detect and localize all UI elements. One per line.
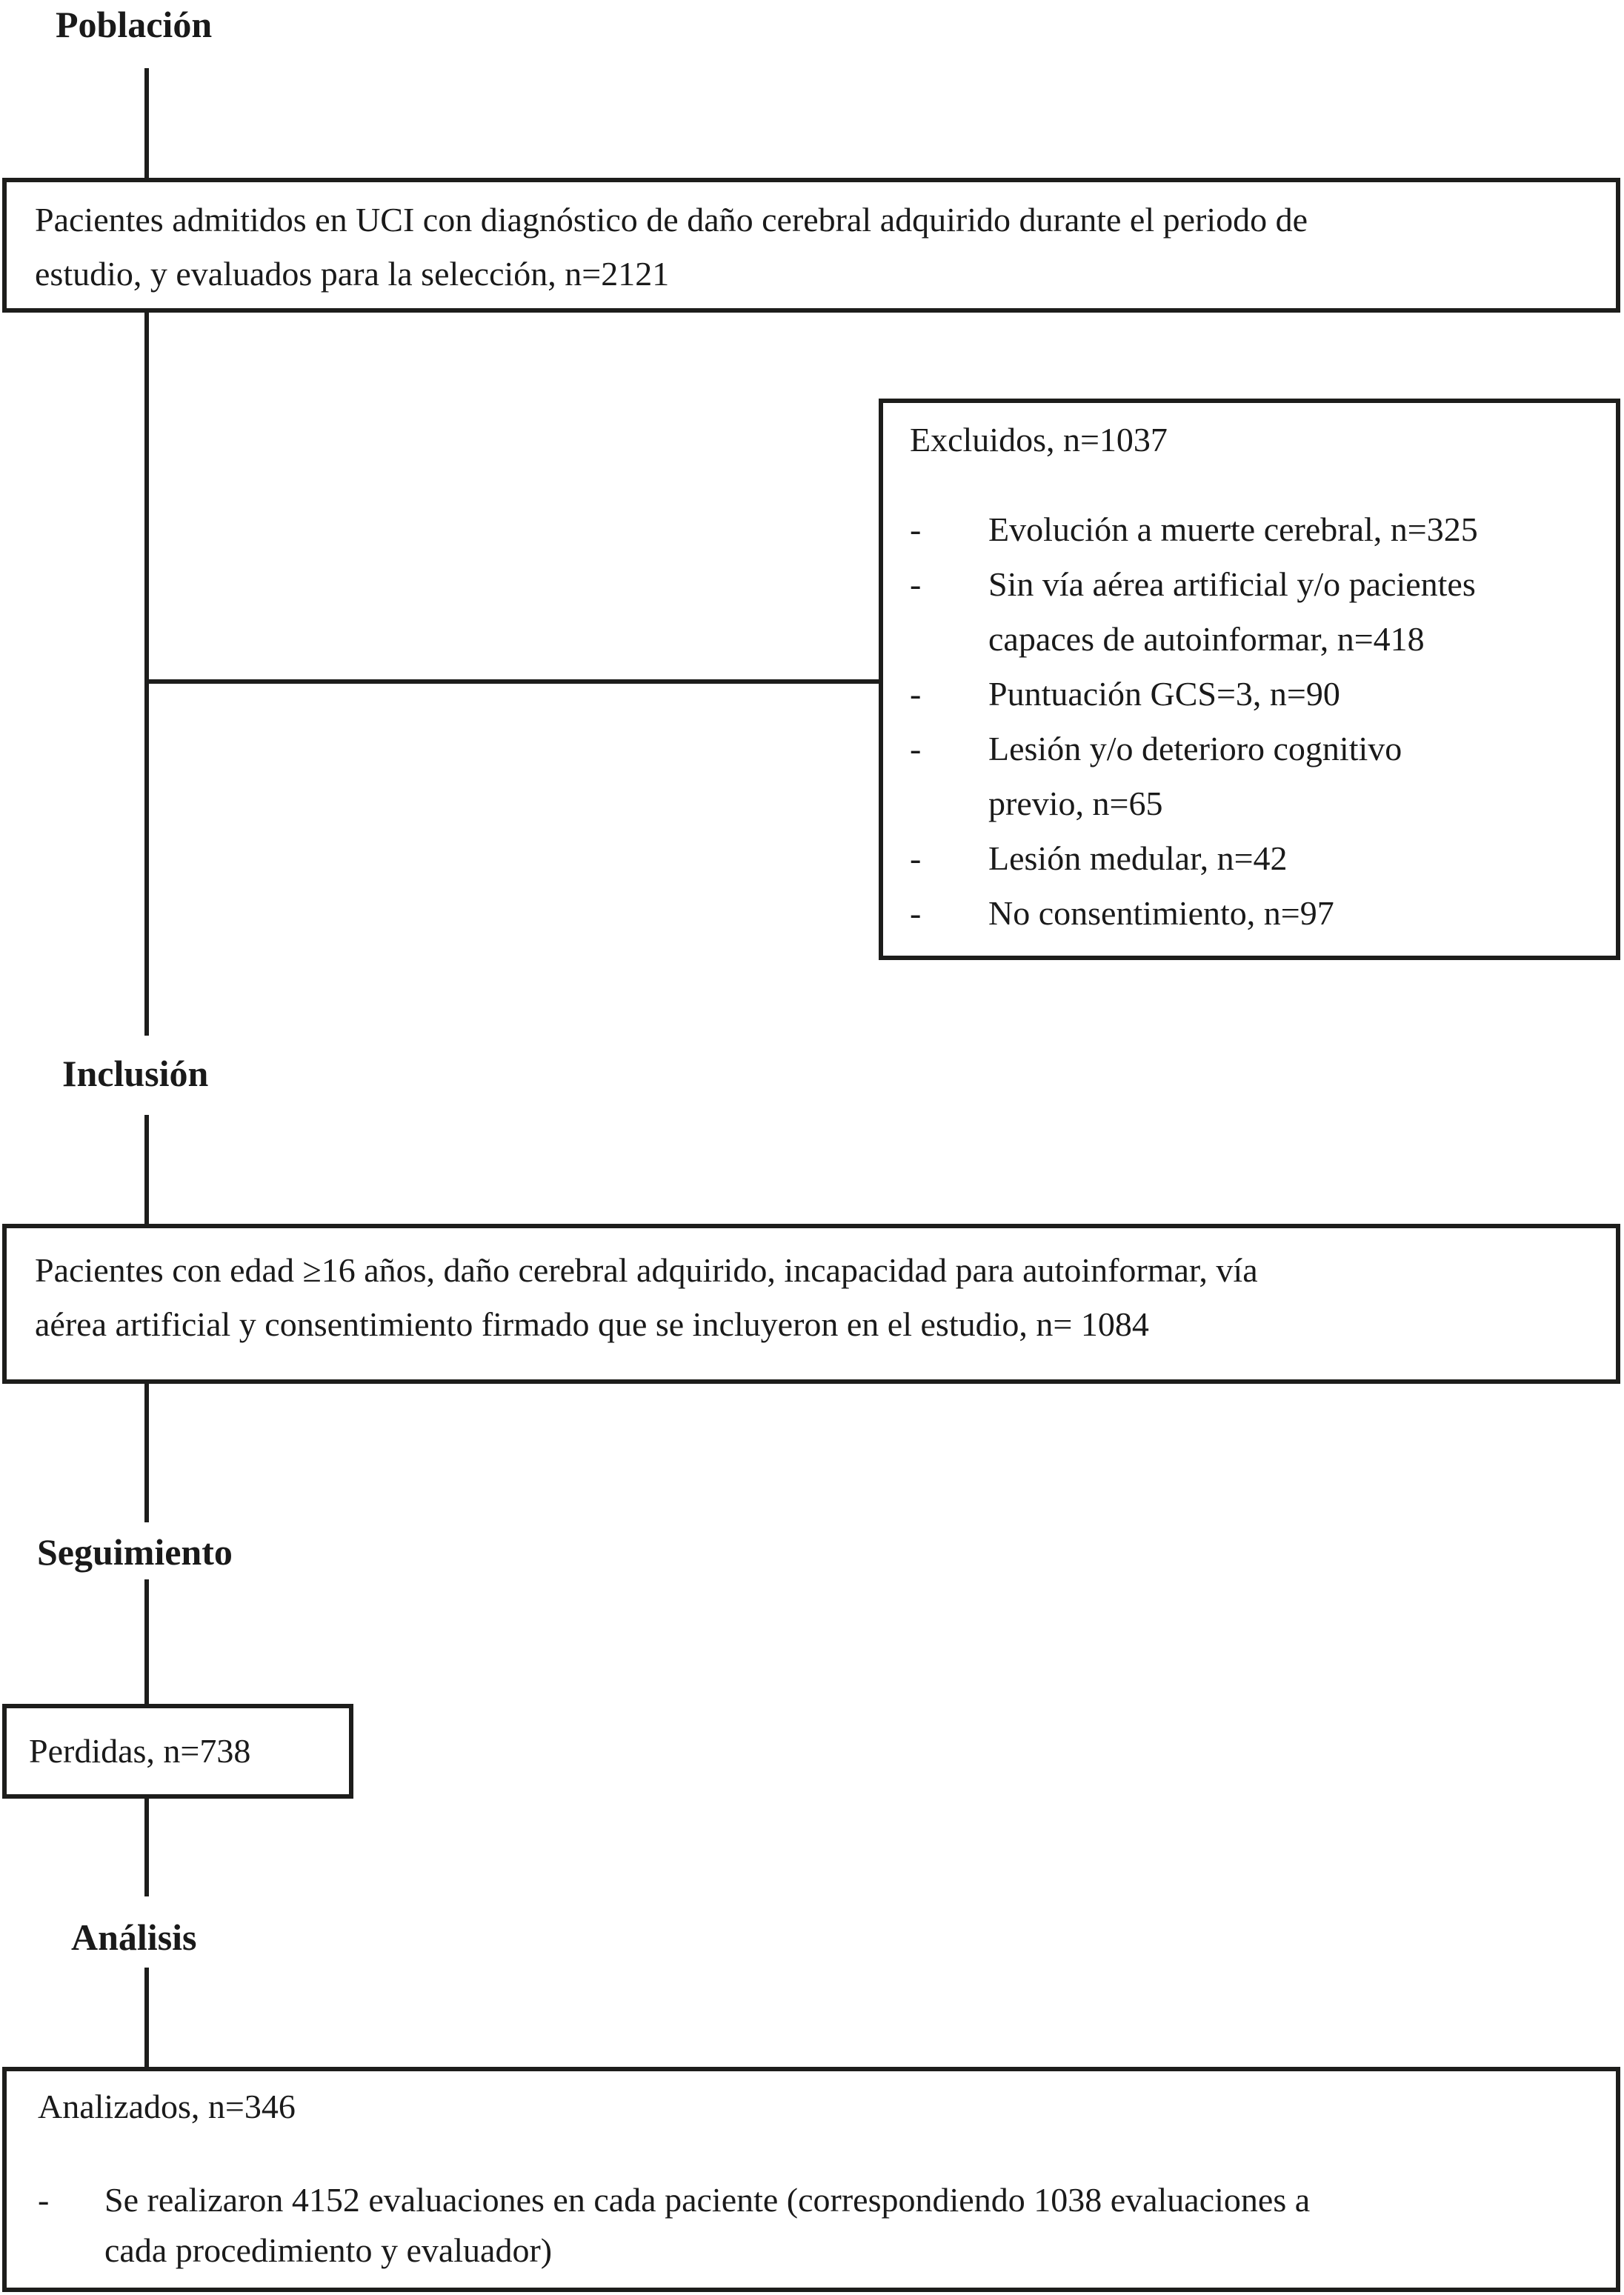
bullet-dash: -: [910, 675, 922, 713]
bullet-dash: -: [910, 894, 922, 932]
list-item: - Evolución a muerte cerebral, n=325: [883, 502, 1616, 557]
screened-text-line: estudio, y evaluados para la selección, …: [35, 255, 670, 293]
lost-patients-box: Perdidas, n=738: [2, 1704, 353, 1799]
connector-included-to-followup: [144, 1384, 149, 1522]
included-text-line: aérea artificial y consentimiento firmad…: [35, 1305, 1149, 1343]
followup-stage-label: Seguimiento: [37, 1531, 233, 1573]
list-item: - Lesión medular, n=42: [883, 831, 1616, 886]
population-stage-label: Población: [56, 4, 213, 45]
connector-lost-to-analysis: [144, 1799, 149, 1896]
connector-followup-to-lost: [144, 1579, 149, 1704]
analysis-stage-label: Análisis: [71, 1916, 197, 1958]
connector-analysis-to-analyzed: [144, 1968, 149, 2067]
analyzed-item-list: - Se realizaron 4152 evaluaciones en cad…: [7, 2175, 1616, 2276]
excluded-box: Excluidos, n=1037 - Evolución a muerte c…: [879, 399, 1620, 960]
connector-inclusion-to-included: [144, 1115, 149, 1224]
lost-text: Perdidas, n=738: [29, 1732, 251, 1770]
included-text-line: Pacientes con edad ≥16 años, daño cerebr…: [35, 1251, 1258, 1289]
analyzed-box-title: Analizados, n=346: [38, 2088, 296, 2125]
bullet-dash: -: [910, 839, 922, 877]
screened-patients-box: Pacientes admitidos en UCI con diagnósti…: [2, 178, 1620, 313]
connector-screened-to-inclusion: [144, 313, 149, 1036]
list-item: - Sin vía aérea artificial y/o pacientes…: [883, 557, 1616, 667]
excluded-box-title: Excluidos, n=1037: [910, 421, 1168, 459]
included-patients-box: Pacientes con edad ≥16 años, daño cerebr…: [2, 1224, 1620, 1384]
connector-population-to-screened: [144, 68, 149, 178]
bullet-dash: -: [38, 2181, 50, 2219]
excluded-item-list: - Evolución a muerte cerebral, n=325 - S…: [883, 502, 1616, 941]
list-item: - No consentimiento, n=97: [883, 886, 1616, 941]
connector-branch-to-excluded: [147, 679, 880, 684]
bullet-dash: -: [910, 565, 922, 603]
screened-text-line: Pacientes admitidos en UCI con diagnósti…: [35, 201, 1308, 239]
bullet-dash: -: [910, 730, 922, 767]
list-item: - Se realizaron 4152 evaluaciones en cad…: [7, 2175, 1616, 2276]
list-item: - Lesión y/o deterioro cognitivo previo,…: [883, 722, 1616, 831]
analyzed-patients-box: Analizados, n=346 - Se realizaron 4152 e…: [2, 2067, 1620, 2292]
bullet-dash: -: [910, 510, 922, 548]
list-item: - Puntuación GCS=3, n=90: [883, 667, 1616, 722]
inclusion-stage-label: Inclusión: [62, 1053, 209, 1094]
